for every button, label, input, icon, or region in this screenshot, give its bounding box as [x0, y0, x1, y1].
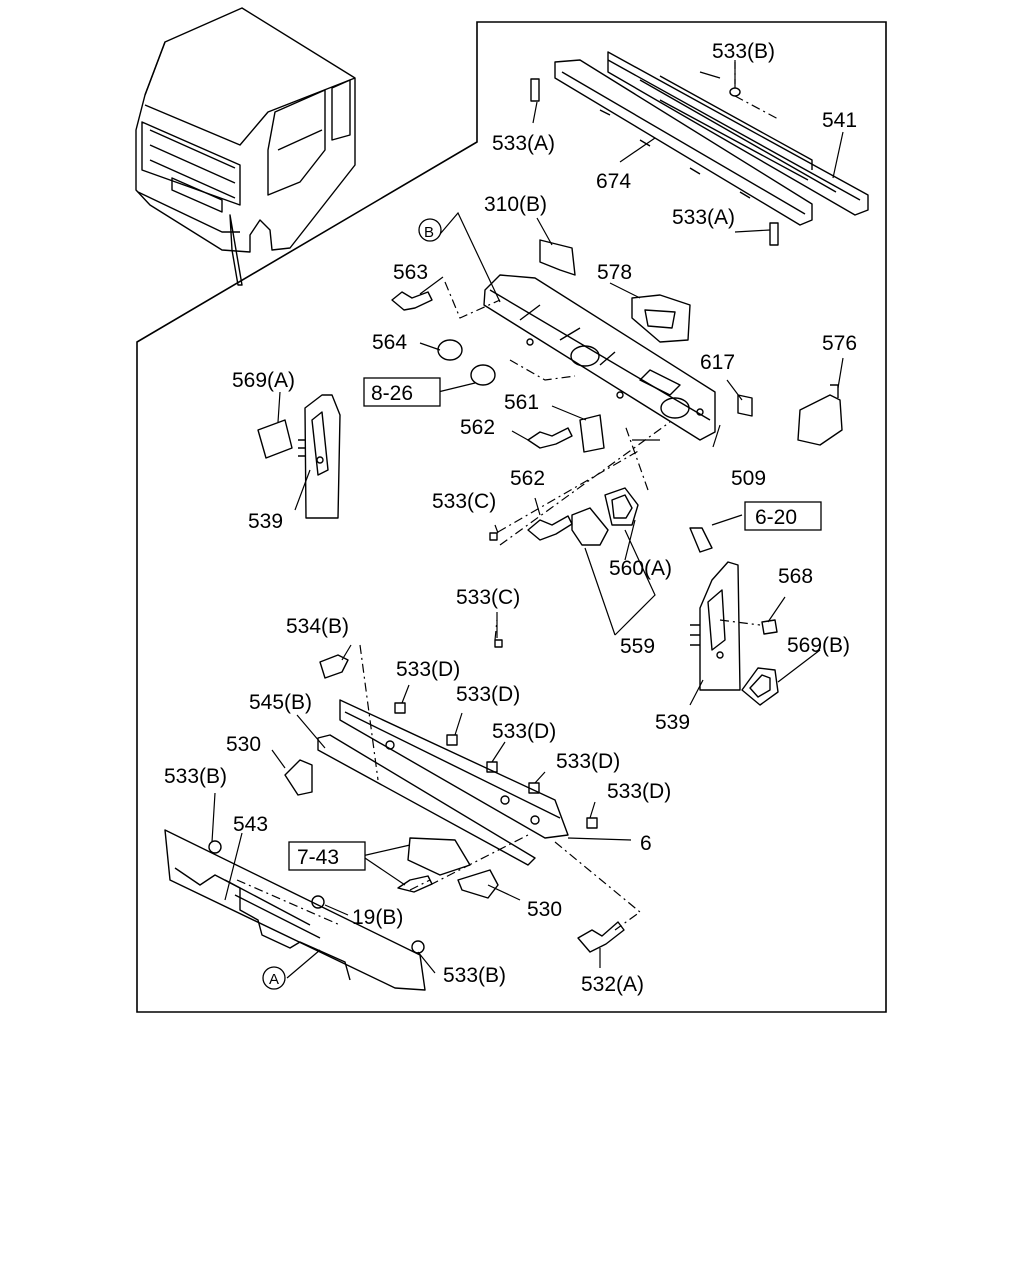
clip-533d-2: [446, 734, 458, 746]
label-6: 6: [640, 832, 652, 855]
label-533c-a: 533(C): [432, 490, 496, 513]
label-6-20: 6-20: [755, 506, 797, 529]
pad-569a: [257, 419, 293, 459]
clip-8-26-part: [470, 364, 496, 386]
bracket-578: [631, 294, 691, 343]
lower-panel-543: [164, 829, 426, 991]
label-509: 509: [731, 467, 766, 490]
label-578: 578: [597, 261, 632, 284]
pad-533a-top: [530, 78, 540, 102]
reference-box-7-43[interactable]: [288, 841, 366, 871]
bolt-562b: [527, 515, 573, 541]
label-533d-2: 533(D): [456, 683, 520, 706]
label-561: 561: [504, 391, 539, 414]
bolt-6-20: [689, 527, 713, 553]
label-7-43: 7-43: [297, 846, 339, 869]
clip-533c-b: [494, 639, 503, 648]
bracket-559: [571, 507, 609, 546]
label-562b: 562: [510, 467, 545, 490]
label-564: 564: [372, 331, 407, 354]
label-576: 576: [822, 332, 857, 355]
label-534b: 534(B): [286, 615, 349, 638]
upper-rail-541: [607, 51, 869, 216]
stay-539-right: [690, 561, 741, 691]
detail-frame: [136, 21, 887, 1013]
stay-539-left: [298, 394, 341, 519]
clip-533d-1: [394, 702, 406, 714]
clip-533d-4: [528, 782, 540, 794]
label-543: 543: [233, 813, 268, 836]
label-b: B: [424, 224, 434, 241]
label-533b-left: 533(B): [164, 765, 227, 788]
label-539a: 539: [248, 510, 283, 533]
truck-cab-illustration: [135, 7, 356, 286]
panel-509: [483, 274, 716, 441]
label-563: 563: [393, 261, 428, 284]
label-533b-bottom: 533(B): [443, 964, 506, 987]
label-530b: 530: [527, 898, 562, 921]
label-8-26: 8-26: [371, 382, 413, 405]
clip-533b-top: [729, 87, 741, 97]
label-310b: 310(B): [484, 193, 547, 216]
reference-box-8-26[interactable]: [363, 377, 441, 407]
beam-545b: [339, 699, 569, 839]
label-568: 568: [778, 565, 813, 588]
label-533d-1: 533(D): [396, 658, 460, 681]
label-569b: 569(B): [787, 634, 850, 657]
bracket-7-43: [407, 837, 471, 876]
label-530a: 530: [226, 733, 261, 756]
label-533d-3: 533(D): [492, 720, 556, 743]
alignment-lines: [236, 281, 761, 931]
screw-568: [761, 619, 778, 635]
label-532a: 532(A): [581, 973, 644, 996]
bolt-532a: [577, 921, 625, 953]
label-559: 559: [620, 635, 655, 658]
label-562a: 562: [460, 416, 495, 439]
label-533d-4: 533(D): [556, 750, 620, 773]
seal-560a: [604, 487, 639, 526]
clip-533b-left: [208, 840, 222, 854]
rail-674: [554, 59, 813, 226]
pad-569b: [741, 667, 779, 706]
reference-circle-b: [418, 218, 442, 242]
bolt-562a: [527, 427, 573, 449]
clip-617: [737, 394, 753, 417]
bracket-310b: [539, 239, 576, 276]
label-533a-top: 533(A): [492, 132, 555, 155]
label-533d-5: 533(D): [607, 780, 671, 803]
bracket-530-right: [457, 869, 499, 899]
pad-533a-mid: [769, 222, 779, 246]
reference-circle-a: [262, 966, 286, 990]
strip-6: [317, 734, 536, 866]
clip-534b: [319, 654, 349, 679]
clip-533d-5: [586, 817, 598, 829]
clip-533b-bottom: [411, 940, 425, 954]
label-19b: 19(B): [352, 906, 403, 929]
leader-lines: [211, 62, 844, 979]
label-545b: 545(B): [249, 691, 312, 714]
label-541: 541: [822, 109, 857, 132]
label-617: 617: [700, 351, 735, 374]
bracket-530-left: [284, 759, 313, 796]
label-533c-b: 533(C): [456, 586, 520, 609]
clip-19b: [311, 895, 325, 909]
hinge-576: [797, 384, 843, 446]
clip-561: [579, 414, 605, 453]
grommet-564: [437, 339, 463, 361]
label-569a: 569(A): [232, 369, 295, 392]
label-a: A: [269, 971, 279, 988]
clip-533c-a: [489, 532, 498, 541]
reference-box-6-20[interactable]: [744, 501, 822, 531]
label-560a: 560(A): [609, 557, 672, 580]
label-533a-mid: 533(A): [672, 206, 735, 229]
label-674: 674: [596, 170, 631, 193]
label-539b: 539: [655, 711, 690, 734]
label-533b-top: 533(B): [712, 40, 775, 63]
bolt-563: [391, 291, 433, 311]
